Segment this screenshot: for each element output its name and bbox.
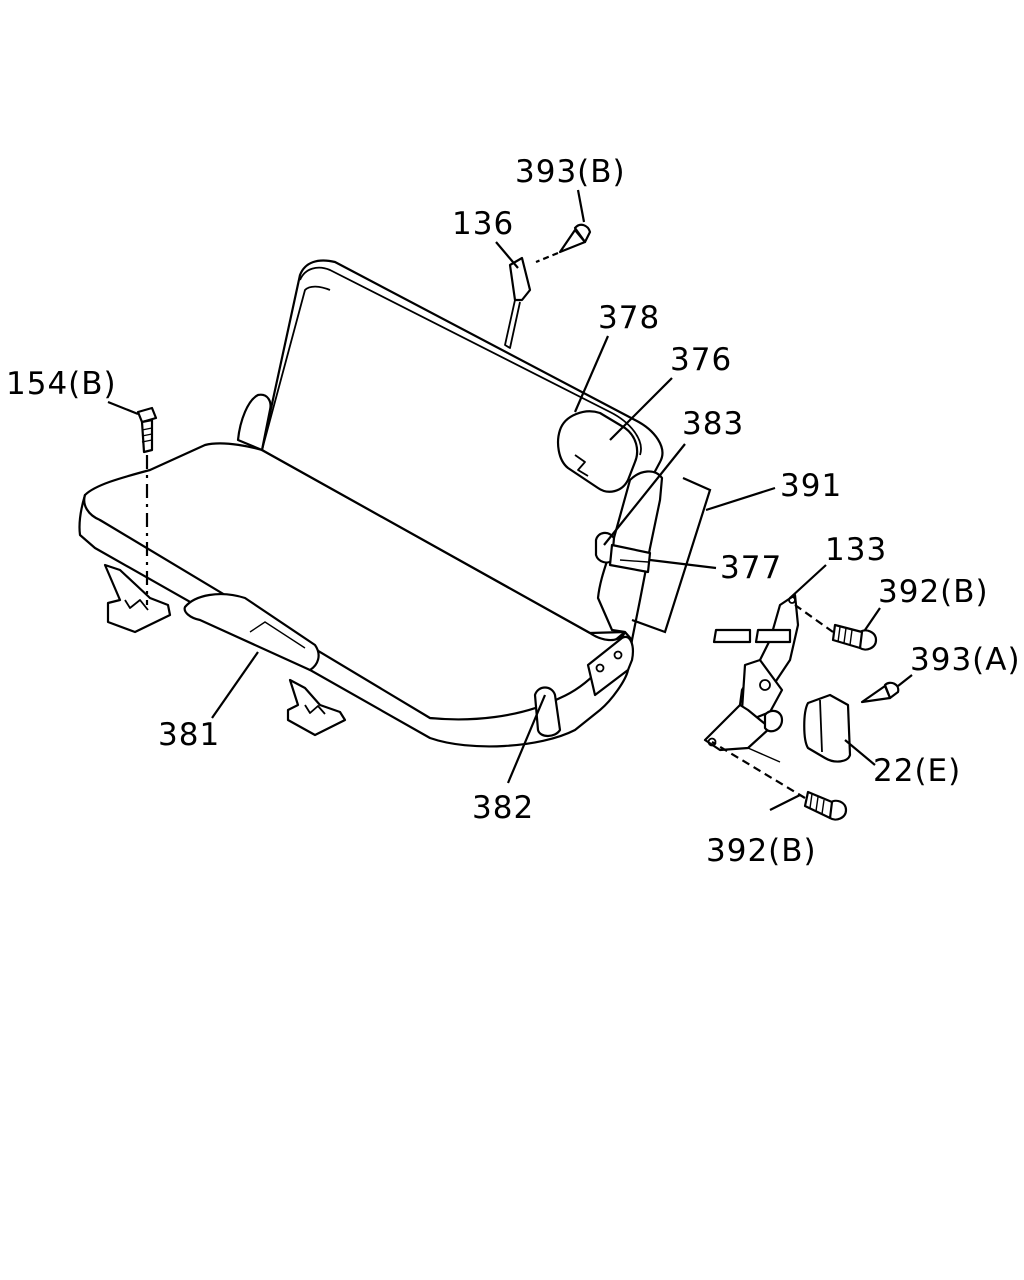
label-22e: 22(E) — [873, 753, 961, 789]
label-381: 381 — [158, 717, 220, 753]
seat-leg-left — [103, 563, 172, 634]
bolt-392b-bottom — [711, 741, 848, 821]
leader-lines — [107, 189, 913, 811]
callout-labels: 393(B) 136 378 376 154(B) 383 391 133 37… — [6, 154, 1021, 869]
label-383: 383 — [682, 406, 744, 442]
belt-guide-382 — [533, 686, 562, 738]
seat-back-inner-edge — [261, 285, 331, 451]
bolt-392b-right — [794, 604, 878, 651]
seat-handle — [183, 593, 320, 672]
headrest-notch — [574, 454, 589, 477]
label-391: 391 — [780, 468, 842, 504]
label-392b-bottom: 392(B) — [706, 833, 817, 869]
label-154b: 154(B) — [6, 366, 117, 402]
cover-22e — [803, 693, 852, 763]
seat-belt-anchor-136 — [508, 256, 532, 302]
label-392b-right: 392(B) — [878, 574, 989, 610]
belt-377 — [608, 543, 652, 574]
label-136: 136 — [452, 206, 514, 242]
label-133: 133 — [825, 532, 887, 568]
screw-393b-top — [535, 223, 592, 264]
label-strips — [712, 628, 792, 644]
seat-right-bracket — [586, 635, 634, 697]
label-377: 377 — [720, 550, 782, 586]
label-393b-top: 393(B) — [515, 154, 626, 190]
seat-side-bolster — [236, 393, 272, 452]
seat-back-top-edge — [299, 266, 642, 456]
label-393a: 393(A) — [910, 642, 1021, 678]
bolt-154b — [136, 406, 158, 605]
hinge-bracket-133 — [703, 593, 800, 752]
screw-393a — [860, 681, 900, 704]
rear-seat-assembly — [78, 256, 664, 748]
label-378: 378 — [598, 300, 660, 336]
label-376: 376 — [670, 342, 732, 378]
label-382: 382 — [472, 790, 534, 826]
